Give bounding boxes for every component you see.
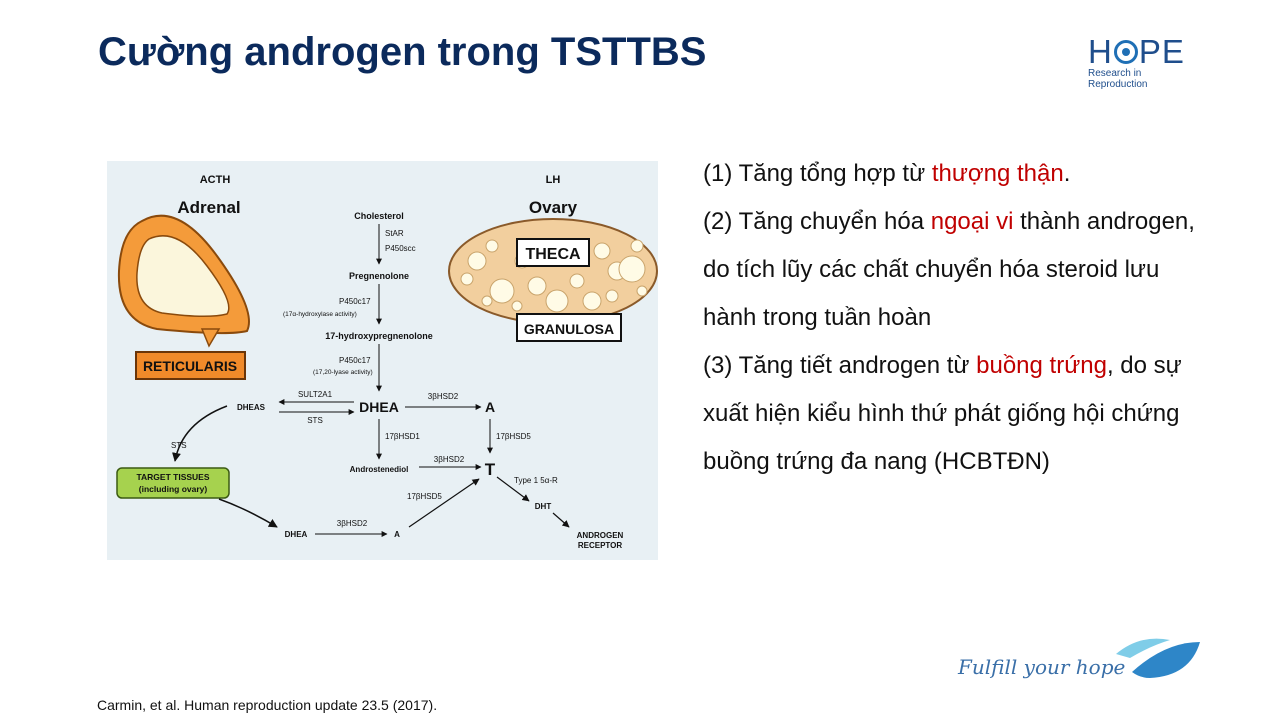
leaf-icon: [1110, 632, 1202, 685]
point-3: (3) Tăng tiết androgen từ buồng trứng, d…: [703, 352, 1182, 475]
acth-label: ACTH: [200, 174, 231, 186]
androgen-pathway-diagram: RETICULARIS ACTH Adrenal LH Ovary THECA …: [107, 161, 658, 560]
svg-text:3βHSD2: 3βHSD2: [434, 455, 465, 464]
tagline: Fulfill your hope: [958, 655, 1126, 679]
androgen-receptor-label-1: ANDROGEN: [577, 531, 624, 540]
svg-text:StAR: StAR: [385, 229, 404, 238]
a-top-label: A: [485, 399, 495, 415]
adrenal-cortex: [136, 235, 230, 318]
svg-text:(17,20-lyase activity): (17,20-lyase activity): [313, 369, 373, 376]
svg-text:STS: STS: [307, 416, 323, 425]
theca-label: THECA: [525, 246, 581, 263]
svg-text:Type 1 5α-R: Type 1 5α-R: [514, 476, 558, 485]
dheas-label: DHEAS: [237, 403, 266, 412]
svg-text:P450c17: P450c17: [339, 297, 371, 306]
dht-label: DHT: [535, 502, 552, 511]
svg-text:P450c17: P450c17: [339, 356, 371, 365]
svg-text:SULT2A1: SULT2A1: [298, 390, 333, 399]
adrenal-label: Adrenal: [177, 198, 240, 217]
reticularis-box: [135, 351, 246, 380]
granulosa-label: GRANULOSA: [524, 321, 614, 337]
hydroxypregnenolone-label: 17-hydroxypregnenolone: [325, 331, 433, 341]
target-tissues-label-2: (including ovary): [139, 484, 208, 494]
svg-text:STS: STS: [171, 441, 187, 450]
svg-text:3βHSD2: 3βHSD2: [337, 519, 368, 528]
ovary-label: Ovary: [529, 198, 578, 217]
dhea-label: DHEA: [359, 399, 399, 415]
svg-text:17βHSD5: 17βHSD5: [496, 432, 531, 441]
t-label: T: [485, 460, 496, 479]
svg-text:17βHSD1: 17βHSD1: [385, 432, 420, 441]
slide-title: Cường androgen trong TSTTBS: [98, 30, 707, 74]
svg-text:P450scc: P450scc: [385, 244, 416, 253]
target-tissues-label-1: TARGET TISSUES: [136, 472, 209, 482]
svg-text:17βHSD5: 17βHSD5: [407, 492, 442, 501]
logo-subtitle: Research in Reproduction: [1088, 68, 1148, 90]
svg-text:3βHSD2: 3βHSD2: [428, 392, 459, 401]
target-tissues-box: [116, 467, 230, 499]
svg-text:(17α-hydroxylase activity): (17α-hydroxylase activity): [283, 311, 357, 318]
point-1: (1) Tăng tổng hợp từ thượng thận.: [703, 160, 1071, 187]
point-2: (2) Tăng chuyển hóa ngoại vi thành andro…: [703, 208, 1195, 331]
a-bottom-label: A: [394, 530, 400, 539]
granulosa-box: [516, 313, 622, 342]
reticularis-label: RETICULARIS: [143, 358, 237, 374]
pregnenolone-label: Pregnenolone: [349, 271, 409, 281]
lh-label: LH: [546, 174, 561, 186]
citation: Carmin, et al. Human reproduction update…: [97, 697, 438, 713]
androgen-receptor-label-2: RECEPTOR: [578, 541, 623, 550]
androstenediol-label: Androstenediol: [350, 465, 409, 474]
theca-box: [516, 238, 590, 267]
points-list: (1) Tăng tổng hợp từ thượng thận. (2) Tă…: [703, 150, 1203, 486]
eye-icon: [1113, 40, 1138, 64]
cholesterol-label: Cholesterol: [354, 211, 404, 221]
dhea-bottom-label: DHEA: [285, 530, 308, 539]
